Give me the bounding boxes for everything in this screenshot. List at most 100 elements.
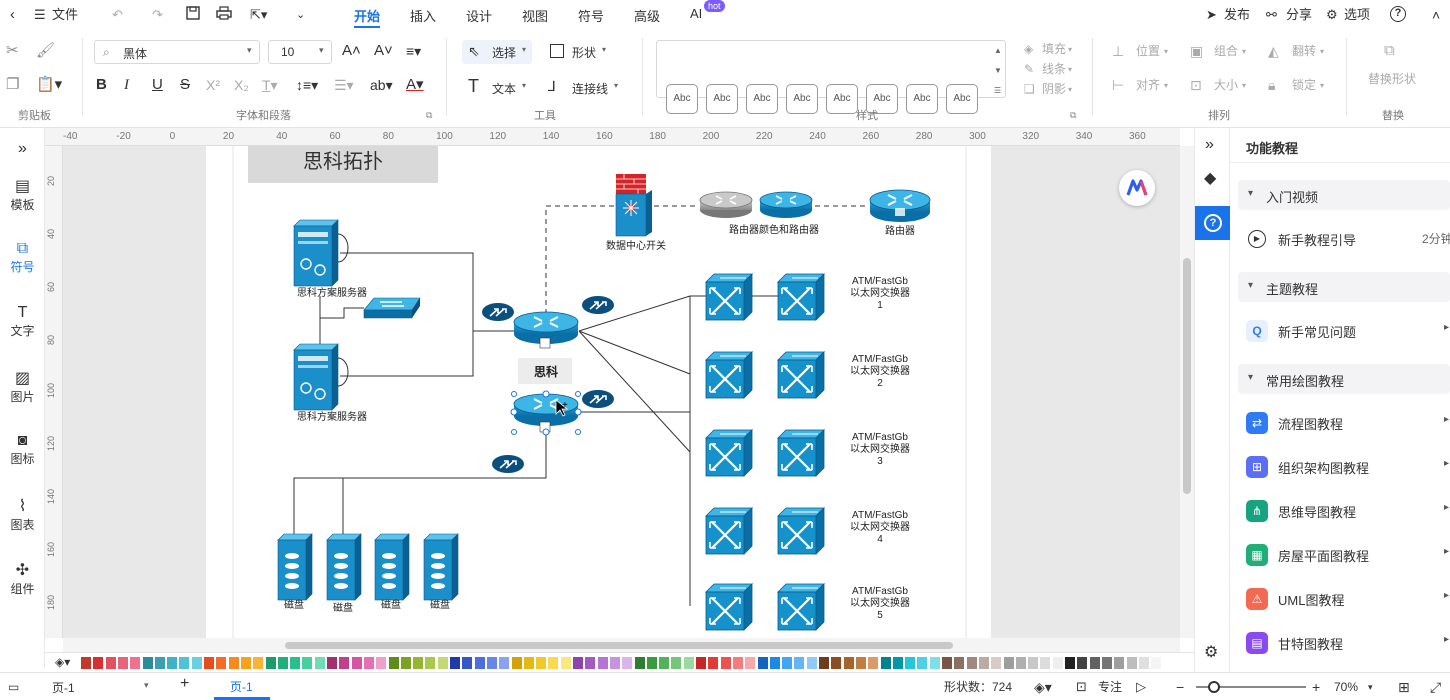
- cut-icon[interactable]: ✂: [6, 42, 19, 59]
- color-swatch[interactable]: [720, 657, 731, 669]
- color-swatch[interactable]: [425, 657, 436, 669]
- sidebar-item-image[interactable]: ▨ 图片: [0, 368, 45, 405]
- expand-dialog-icon[interactable]: ⧉: [1070, 110, 1077, 120]
- color-swatch[interactable]: [560, 657, 571, 669]
- text-style-icon[interactable]: T̲▾: [262, 77, 278, 93]
- gallery-up-icon[interactable]: ▲: [994, 46, 1002, 55]
- subscript-icon[interactable]: X₂: [234, 77, 249, 93]
- save-icon[interactable]: [186, 6, 200, 24]
- style-preset-5[interactable]: Abc: [826, 84, 858, 114]
- color-swatch[interactable]: [1003, 657, 1014, 669]
- color-swatch[interactable]: [511, 657, 522, 669]
- page-view-icon[interactable]: ▭: [8, 680, 20, 694]
- color-swatch[interactable]: [905, 657, 916, 669]
- color-swatch[interactable]: [1028, 657, 1039, 669]
- color-swatch[interactable]: [142, 657, 153, 669]
- color-swatch[interactable]: [105, 657, 116, 669]
- color-swatch[interactable]: [228, 657, 239, 669]
- tutorial-item-guide[interactable]: ▶ 新手教程引导 2分钟: [1246, 224, 1450, 254]
- paint-bucket-icon[interactable]: ◆: [1204, 170, 1217, 187]
- gallery-down-icon[interactable]: ▼: [994, 66, 1002, 75]
- tutorial-item-4[interactable]: ▦房屋平面图教程▸: [1246, 540, 1450, 570]
- options-button[interactable]: 选项: [1344, 7, 1371, 22]
- tutorial-item-3[interactable]: ⋔思维导图教程▸: [1246, 496, 1450, 526]
- color-swatch[interactable]: [671, 657, 682, 669]
- tab-insert[interactable]: 插入: [410, 9, 437, 24]
- format-painter-icon[interactable]: 🖌: [36, 42, 56, 59]
- color-swatch[interactable]: [978, 657, 989, 669]
- color-swatch[interactable]: [216, 657, 227, 669]
- datacenter-switch-icon[interactable]: [615, 174, 652, 237]
- color-swatch[interactable]: [1114, 657, 1125, 669]
- collapse-panel-icon[interactable]: »: [1205, 136, 1214, 153]
- color-swatch[interactable]: [769, 657, 780, 669]
- router-icon[interactable]: [869, 189, 931, 222]
- section-topic-tutorials[interactable]: ▾主题教程: [1238, 272, 1450, 302]
- color-swatch[interactable]: [450, 657, 460, 669]
- atm-switch-icon-1a[interactable]: [704, 272, 754, 322]
- color-swatch[interactable]: [868, 657, 879, 669]
- color-swatch[interactable]: [388, 657, 399, 669]
- color-swatch[interactable]: [929, 657, 940, 669]
- workgroup-switch-icon[interactable]: [363, 297, 421, 319]
- fill-bucket-icon[interactable]: ◈▾: [55, 655, 71, 669]
- color-swatch[interactable]: [339, 657, 350, 669]
- atm-switch-icon-2a[interactable]: [704, 350, 754, 400]
- atm-switch-icon-3b[interactable]: [776, 428, 826, 478]
- color-swatch[interactable]: [462, 657, 473, 669]
- color-swatch[interactable]: [1077, 657, 1088, 669]
- chevron-down-icon[interactable]: ▾: [1368, 682, 1373, 692]
- tab-ai[interactable]: AI: [690, 6, 703, 21]
- atm-switch-icon-4a[interactable]: [704, 506, 754, 556]
- style-preset-4[interactable]: Abc: [786, 84, 818, 114]
- position-button[interactable]: 位置: [1136, 44, 1161, 58]
- text-highlight-icon[interactable]: ab▾: [370, 77, 393, 93]
- style-preset-8[interactable]: Abc: [946, 84, 978, 114]
- color-swatch[interactable]: [819, 657, 829, 669]
- settings-gear-icon[interactable]: ⚙: [1204, 644, 1219, 661]
- cisco-secondary-router-icon[interactable]: [513, 393, 579, 427]
- color-swatch[interactable]: [523, 657, 534, 669]
- expand-dialog-icon[interactable]: ⧉: [426, 110, 433, 120]
- increase-font-icon[interactable]: A˄: [342, 42, 361, 59]
- color-swatch[interactable]: [499, 657, 510, 669]
- color-swatch[interactable]: [991, 657, 1002, 669]
- add-page-button[interactable]: +: [180, 675, 190, 692]
- select-button[interactable]: ⇖ 选择 ▾: [462, 40, 532, 64]
- zoom-level[interactable]: 70%: [1334, 680, 1359, 694]
- color-swatch[interactable]: [843, 657, 854, 669]
- publish-button[interactable]: 发布: [1224, 7, 1251, 22]
- color-swatch[interactable]: [806, 657, 817, 669]
- color-swatch[interactable]: [536, 657, 547, 669]
- fill-button[interactable]: 填充: [1042, 42, 1067, 56]
- color-swatch[interactable]: [130, 657, 141, 669]
- color-swatch[interactable]: [646, 657, 657, 669]
- atm-switch-icon-3a[interactable]: [704, 428, 754, 478]
- color-swatch[interactable]: [659, 657, 670, 669]
- undo-icon[interactable]: ↶: [112, 7, 123, 22]
- align-button[interactable]: 对齐: [1136, 78, 1161, 92]
- zoom-in-button[interactable]: +: [1312, 679, 1321, 695]
- color-swatch[interactable]: [81, 657, 91, 669]
- color-swatch[interactable]: [585, 657, 596, 669]
- tab-design[interactable]: 设计: [466, 9, 493, 24]
- style-preset-6[interactable]: Abc: [866, 84, 898, 114]
- network-topology-diagram[interactable]: 思科拓扑 思科方案服务器: [206, 146, 991, 638]
- vertical-scrollbar[interactable]: [1180, 146, 1194, 638]
- tab-start[interactable]: 开始: [354, 9, 381, 24]
- help-icon[interactable]: ?: [1390, 6, 1406, 22]
- menu-icon[interactable]: ☰: [34, 7, 46, 22]
- atm-switch-icon-5a[interactable]: [704, 582, 754, 632]
- section-common-tutorials[interactable]: ▾常用绘图教程: [1238, 364, 1450, 394]
- sidebar-item-chart[interactable]: ⌇ 图表: [0, 496, 45, 533]
- tutorial-item-6[interactable]: ▤甘特图教程▸: [1246, 628, 1450, 658]
- server-icon-2[interactable]: [293, 343, 349, 411]
- color-swatch[interactable]: [892, 657, 903, 669]
- horizontal-scroll-thumb[interactable]: [285, 642, 953, 649]
- color-swatch[interactable]: [93, 657, 104, 669]
- zoom-slider-handle[interactable]: [1208, 681, 1220, 693]
- color-swatch[interactable]: [782, 657, 793, 669]
- list-icon[interactable]: ☰▾: [334, 77, 354, 93]
- copy-icon[interactable]: ❐: [6, 76, 20, 93]
- tutorial-panel-button[interactable]: ?: [1195, 206, 1231, 240]
